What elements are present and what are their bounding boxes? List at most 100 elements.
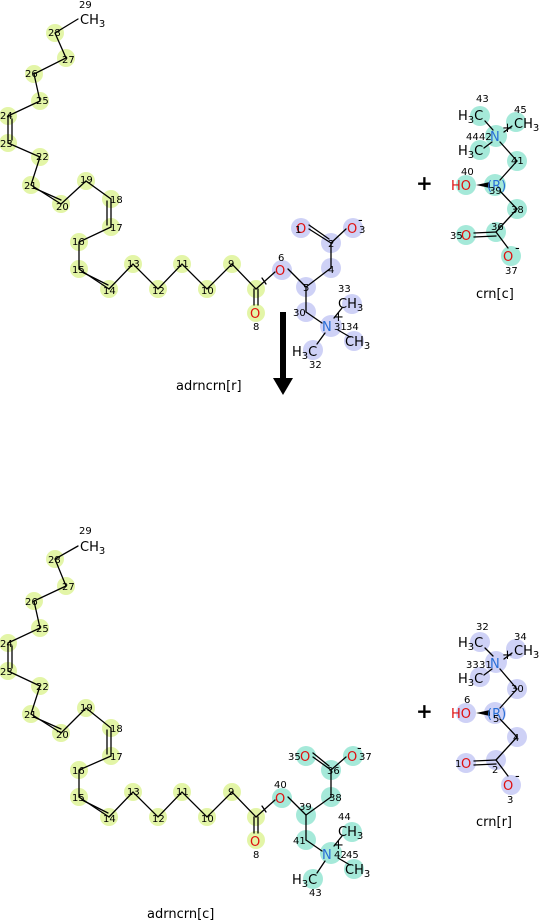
svg-text:1: 1 — [455, 759, 461, 770]
svg-text:30: 30 — [511, 684, 524, 695]
oxygen-40-bottom: O — [275, 792, 285, 807]
svg-text:22: 22 — [36, 682, 49, 693]
crn-c-numbers: 43 45 44 42 41 40 39 38 35 36 37 — [450, 94, 527, 277]
oxygen-37: O — [503, 250, 513, 265]
nplus-bottom: + — [333, 838, 344, 853]
svg-text:29: 29 — [79, 0, 92, 11]
svg-text:40: 40 — [274, 780, 287, 791]
svg-text:17: 17 — [110, 752, 123, 763]
svg-text:6: 6 — [464, 695, 470, 706]
svg-text:25: 25 — [36, 96, 49, 107]
chain-bonds-bottom — [7, 545, 276, 834]
svg-text:35: 35 — [288, 752, 301, 763]
nitrogen-31: N — [490, 657, 500, 672]
minus-crn-r: - — [515, 769, 520, 784]
svg-text:3: 3 — [359, 225, 365, 236]
svg-text:33: 33 — [466, 660, 479, 671]
h3c-43: H3C — [458, 109, 483, 126]
svg-text:11: 11 — [176, 787, 189, 798]
adrncrn-bottom: CH3 O O O O - N + CH3 CH3 H3C 29 28 27 2… — [0, 526, 372, 921]
oxygen-3: O — [503, 779, 513, 794]
svg-text:45: 45 — [346, 850, 359, 861]
svg-text:33: 33 — [338, 284, 351, 295]
plus-sign-top: + — [416, 171, 433, 195]
ch3-34-top: CH3 — [345, 335, 370, 352]
svg-text:31: 31 — [334, 322, 347, 333]
nitrogen-31-top: N — [322, 320, 332, 335]
ch3-45: CH3 — [514, 117, 539, 134]
nplus-top: + — [333, 310, 344, 325]
svg-text:10: 10 — [201, 286, 214, 297]
reaction-arrow — [273, 312, 293, 395]
svg-text:11: 11 — [176, 259, 189, 270]
svg-text:41: 41 — [511, 156, 524, 167]
svg-text:21: 21 — [24, 181, 37, 192]
svg-text:19: 19 — [80, 703, 93, 714]
oxygen-35: O — [461, 229, 471, 244]
h3c-32: H3C — [458, 636, 483, 653]
crn-r-bonds — [473, 647, 518, 777]
svg-text:45: 45 — [514, 105, 527, 116]
svg-text:34: 34 — [514, 632, 527, 643]
svg-text:9: 9 — [228, 259, 234, 270]
oxygen-1-top: O — [296, 222, 306, 237]
ch3-45-bottom: CH3 — [345, 863, 370, 880]
substrate-top-label: adrncrn[r] — [176, 379, 242, 394]
svg-text:40: 40 — [461, 167, 474, 178]
svg-text:5: 5 — [303, 283, 309, 294]
svg-text:39: 39 — [299, 802, 312, 813]
svg-text:44: 44 — [466, 132, 479, 143]
svg-text:32: 32 — [476, 622, 489, 633]
svg-text:31: 31 — [479, 660, 492, 671]
svg-text:28: 28 — [48, 28, 61, 39]
coproduct-bottom-label: crn[r] — [476, 815, 512, 830]
svg-text:25: 25 — [36, 624, 49, 635]
stereo-r-39: (R) — [487, 179, 506, 194]
svg-text:36: 36 — [491, 222, 504, 233]
svg-text:38: 38 — [511, 205, 524, 216]
svg-text:15: 15 — [72, 793, 85, 804]
svg-text:30: 30 — [293, 308, 306, 319]
minus-bottom: - — [357, 741, 362, 756]
svg-text:23: 23 — [0, 139, 13, 150]
svg-text:13: 13 — [127, 787, 140, 798]
svg-text:18: 18 — [110, 724, 123, 735]
h3c-44: H3C — [458, 144, 483, 161]
chain-highlights-bottom — [0, 550, 265, 849]
svg-text:12: 12 — [152, 286, 165, 297]
svg-text:4: 4 — [328, 265, 334, 276]
svg-text:18: 18 — [110, 195, 123, 206]
nitrogen-42: N — [490, 130, 500, 145]
oxygen-35-bottom: O — [300, 750, 310, 765]
svg-text:16: 16 — [72, 237, 85, 248]
ho-6: HO — [451, 707, 471, 722]
svg-text:24: 24 — [0, 639, 13, 650]
minus-top: - — [358, 213, 363, 228]
chain-highlights-top — [0, 24, 265, 322]
h3c-32-top: H3C — [292, 345, 317, 362]
svg-text:17: 17 — [110, 223, 123, 234]
head-numbers-top: 1 2 3 4 5 6 30 31 33 34 32 — [278, 225, 365, 371]
svg-text:4: 4 — [513, 733, 519, 744]
h3c-43-bottom: H3C — [292, 873, 317, 890]
oxygen-3-top: O — [347, 222, 357, 237]
svg-text:8: 8 — [253, 850, 259, 861]
svg-text:34: 34 — [346, 322, 359, 333]
product-bottom-label: adrncrn[c] — [147, 907, 214, 921]
oxygen-37-bottom: O — [347, 750, 357, 765]
svg-text:12: 12 — [152, 814, 165, 825]
svg-text:16: 16 — [72, 766, 85, 777]
svg-text:2: 2 — [492, 765, 498, 776]
svg-text:9: 9 — [228, 787, 234, 798]
svg-text:14: 14 — [103, 814, 116, 825]
svg-text:27: 27 — [62, 55, 75, 66]
svg-text:42: 42 — [479, 132, 492, 143]
svg-text:20: 20 — [56, 730, 69, 741]
nplus-crn-r: + — [502, 648, 513, 663]
nitrogen-42-bottom: N — [322, 848, 332, 863]
svg-text:13: 13 — [127, 259, 140, 270]
chain-numbers-top: 29 28 27 26 25 24 23 22 21 20 19 18 17 1… — [0, 0, 259, 333]
svg-text:23: 23 — [0, 667, 13, 678]
oxygen-1: O — [461, 757, 471, 772]
